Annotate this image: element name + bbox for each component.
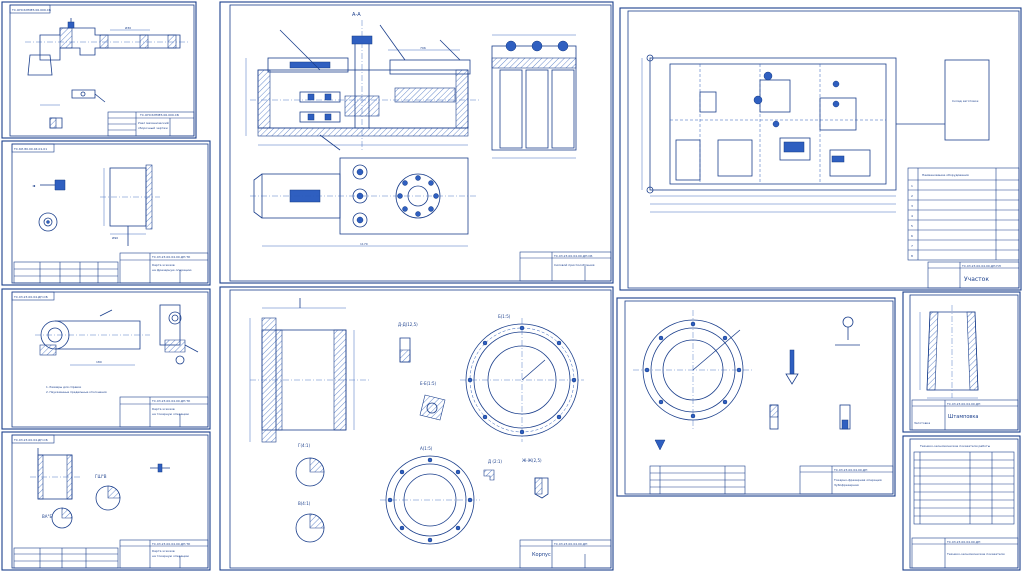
- sheet-b-title: Карта эскизов: [152, 263, 175, 267]
- sheet-d-label1: ВА°Б: [42, 514, 52, 519]
- sheet-a-title: Узел механический: [138, 121, 169, 125]
- sheet-b-sub: на фрезерную операцию: [152, 268, 192, 272]
- sheet-d-corner: ТС.03.23.00.04.ДП.СБ: [13, 438, 48, 442]
- sheet-c-note2: 2. Неуказанные предельные отклонения: [46, 390, 107, 394]
- legend-item: 3: [911, 204, 913, 208]
- sheet-c-note1: 1. Размеры для справок: [46, 385, 82, 389]
- legend-item: 4: [911, 214, 913, 218]
- sheet-a-corner: ТС.ОПСКЛМЕЗ.06.009.СБ: [11, 8, 51, 12]
- sheet-e-code: ТС.03.23.00.04.00.ДП.СБ: [553, 254, 592, 258]
- legend-item: 6: [911, 234, 913, 238]
- sheet-e-section: А-А: [352, 12, 361, 18]
- sheet-f-view3: Е-Е(1:5): [420, 381, 436, 386]
- sheet-j-code: ТС.03.23.00.04.00.ДП: [946, 540, 980, 544]
- sheet-d-code: ТС.03.23.00.04.00.ДП.ТК: [151, 542, 191, 546]
- svg-text:◄: ◄: [32, 183, 36, 188]
- sheet-a-code: ТС.ОПСКЛМЕЗ.06.009.СБ: [139, 113, 179, 117]
- sheet-g-legend-header: Наименование оборудования: [922, 173, 969, 177]
- sheet-j-title: Технико-экономические показатели: [946, 552, 1005, 556]
- sheet-fixture-assembly[interactable]: А-А 796: [219, 1, 614, 284]
- sheet-f-view5: Д (2:1): [488, 459, 502, 464]
- sheet-f-view7: Г(4:1): [298, 443, 310, 448]
- sheet-f-view2: Б(1:5): [498, 314, 511, 319]
- sheet-d-label2: ГШ°В: [95, 474, 107, 479]
- sheet-turning-sketch[interactable]: ТС.03.23.00.04.ДП.СБ 180 1. Размеры для …: [1, 288, 211, 430]
- sheet-f-view6: Ж-Ж(2,5): [522, 458, 542, 463]
- sheet-f-view4: А(1:5): [420, 446, 433, 451]
- sheet-g-box: Склад заготовок: [952, 99, 979, 103]
- svg-text:180: 180: [96, 360, 102, 364]
- legend-item: 7: [911, 244, 913, 248]
- sheet-c-title: Карта эскизов: [152, 407, 175, 411]
- sheet-turning-sketch-2[interactable]: ТС.03.23.00.04.ДП.СБ ГШ°В ВА°Б ТС.03.23.…: [1, 431, 211, 571]
- sheet-d-title: Карта эскизов: [152, 549, 175, 553]
- sheet-e-dim: 796: [420, 46, 426, 50]
- sheet-i-sub: Заготовка: [914, 421, 930, 425]
- sheet-b-code: ТС.03.23.00.04.00.ДП.ТК: [151, 255, 191, 259]
- sheet-indicators[interactable]: Технико-экономические показатели работы …: [902, 435, 1021, 571]
- sheet-f-code: ТС.03.23.00.04.00.ДП: [553, 542, 587, 546]
- sheet-h-title: Токарно-фрезерная операция: [833, 478, 882, 482]
- sheet-h-code: ТС.03.23.00.04.00.ДП: [833, 468, 867, 472]
- svg-text:Ø30: Ø30: [125, 25, 131, 30]
- sheet-i-code: ТС.03.23.00.04.00.ДП: [946, 402, 980, 406]
- sheet-operation[interactable]: ТС.03.23.00.04.00.ДП Токарно-фрезерная о…: [616, 297, 896, 497]
- sheet-a-sub: сборочный чертеж: [138, 126, 168, 130]
- sheet-f-view8: В(4:1): [298, 501, 311, 506]
- sheet-e-dim3: 1170: [360, 242, 368, 246]
- sheet-i-title: Штамповка: [948, 414, 978, 420]
- sheet-c-code: ТС.03.23.00.04.00.ДП.ТК: [151, 399, 191, 403]
- legend-item: 1: [911, 184, 913, 188]
- legend-item: 8: [911, 254, 913, 258]
- sheet-f-title: Корпус: [532, 552, 551, 558]
- svg-text:Ø90: Ø90: [112, 235, 118, 240]
- legend-item: 5: [911, 224, 913, 228]
- sheet-h-sub: Зубофрезерная: [834, 483, 859, 487]
- sheet-f-view1: Д-Д(12,5): [398, 322, 418, 327]
- sheet-j-header: Технико-экономические показатели работы: [919, 444, 991, 448]
- sheet-milling-sketch[interactable]: ТС.КЛ.80.00.04.01.01 Ø90 ◄ ТС.03.23.00.0…: [1, 140, 211, 286]
- sheet-g-code: ТС.03.23.00.04.00.ДП.ПЛ: [961, 264, 1001, 268]
- sheet-c-sub: на токарную операцию: [152, 412, 189, 416]
- sheet-shop-layout[interactable]: Склад заготовок Наименование оборудовани…: [619, 7, 1022, 291]
- sheet-d-sub: на токарную операцию: [152, 554, 189, 558]
- sheet-c-corner: ТС.03.23.00.04.ДП.СБ: [13, 295, 48, 299]
- sheet-b-corner: ТС.КЛ.80.00.04.01.01: [13, 147, 47, 151]
- sheet-g-title: Участок: [964, 276, 989, 283]
- sheet-stamping[interactable]: ТС.03.23.00.04.00.ДП Штамповка Заготовка: [902, 291, 1021, 433]
- sheet-assembly-unit[interactable]: ТС.ОПСКЛМЕЗ.06.009.СБ Ø30 ТС.ОПСКЛМЕЗ.06…: [1, 1, 197, 139]
- sheet-e-title: Силовой приспособления: [554, 263, 595, 267]
- legend-item: 2: [911, 194, 913, 198]
- sheet-housing-part[interactable]: Д-Д(12,5) Е-Е(1:5) Б(1:5) Г(4:1) В(4:1) …: [219, 286, 614, 571]
